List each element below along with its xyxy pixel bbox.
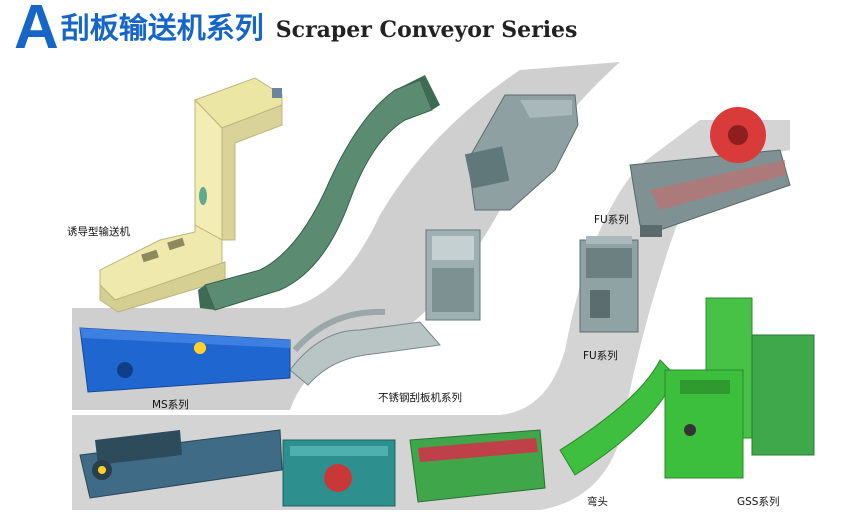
ms-series-blue-conveyor bbox=[79, 327, 291, 393]
label-induced-conveyor: 诱导型输送机 bbox=[67, 226, 130, 238]
fu-series-top-machine bbox=[629, 107, 791, 237]
label-stainless-series: 不锈钢刮板机系列 bbox=[378, 392, 462, 404]
page-header: A 刮板输送机系列 Scraper Conveyor Series bbox=[14, 0, 578, 62]
steel-box-conveyor bbox=[464, 94, 579, 211]
series-letter: A bbox=[14, 0, 59, 62]
label-fu-series-middle: FU系列 bbox=[583, 350, 618, 362]
bottom-drive-conveyor bbox=[79, 429, 283, 499]
green-open-box-conveyor bbox=[409, 429, 546, 503]
page-title-en: Scraper Conveyor Series bbox=[275, 17, 578, 43]
label-bend: 弯头 bbox=[587, 496, 608, 508]
label-gss-series: GSS系列 bbox=[737, 496, 780, 508]
teal-box-conveyor bbox=[282, 439, 396, 507]
label-ms-series: MS系列 bbox=[152, 399, 189, 411]
stainless-box-machine bbox=[425, 229, 481, 321]
fu-series-middle-machine bbox=[579, 236, 639, 333]
page-title-cn: 刮板输送机系列 bbox=[60, 11, 264, 45]
induced-conveyor-machine bbox=[99, 77, 283, 313]
stainless-curved-section bbox=[289, 308, 441, 386]
inclined-green-conveyor bbox=[198, 75, 440, 311]
label-fu-series-top: FU系列 bbox=[594, 214, 629, 226]
gss-series-machines bbox=[664, 297, 815, 479]
lower-track-band bbox=[72, 120, 790, 510]
